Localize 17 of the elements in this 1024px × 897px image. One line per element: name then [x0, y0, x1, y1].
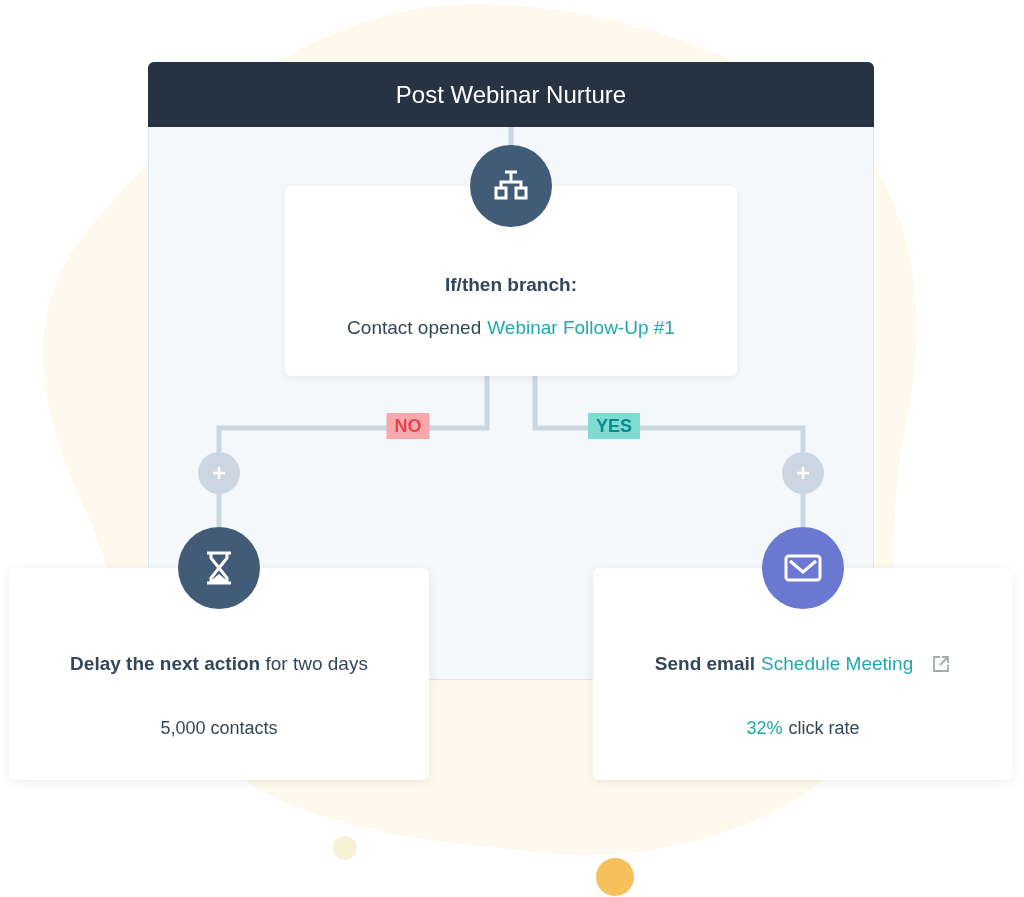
- condition-text: Contact opened: [347, 315, 482, 340]
- branch-heading: If/then branch:: [445, 273, 577, 297]
- contact-count: 5,000 contacts: [160, 716, 278, 740]
- email-link: Schedule Meeting: [761, 652, 914, 676]
- rate-label: click rate: [788, 716, 860, 740]
- edge-label: NO: [386, 413, 430, 439]
- edge-label: YES: [588, 413, 640, 439]
- action-text: Send email: [654, 652, 756, 676]
- action-text: Delay the next action for two days: [70, 652, 368, 676]
- rate-value: 32%: [746, 716, 783, 740]
- email-link: Webinar Follow-Up #1: [487, 315, 675, 340]
- connector-line: [800, 494, 806, 527]
- header-bar: [148, 62, 874, 127]
- workflow-title: Post Webinar Nurture: [395, 79, 627, 110]
- connector-line: [216, 376, 490, 452]
- connector-line: [508, 127, 514, 145]
- connector-line: [216, 494, 222, 527]
